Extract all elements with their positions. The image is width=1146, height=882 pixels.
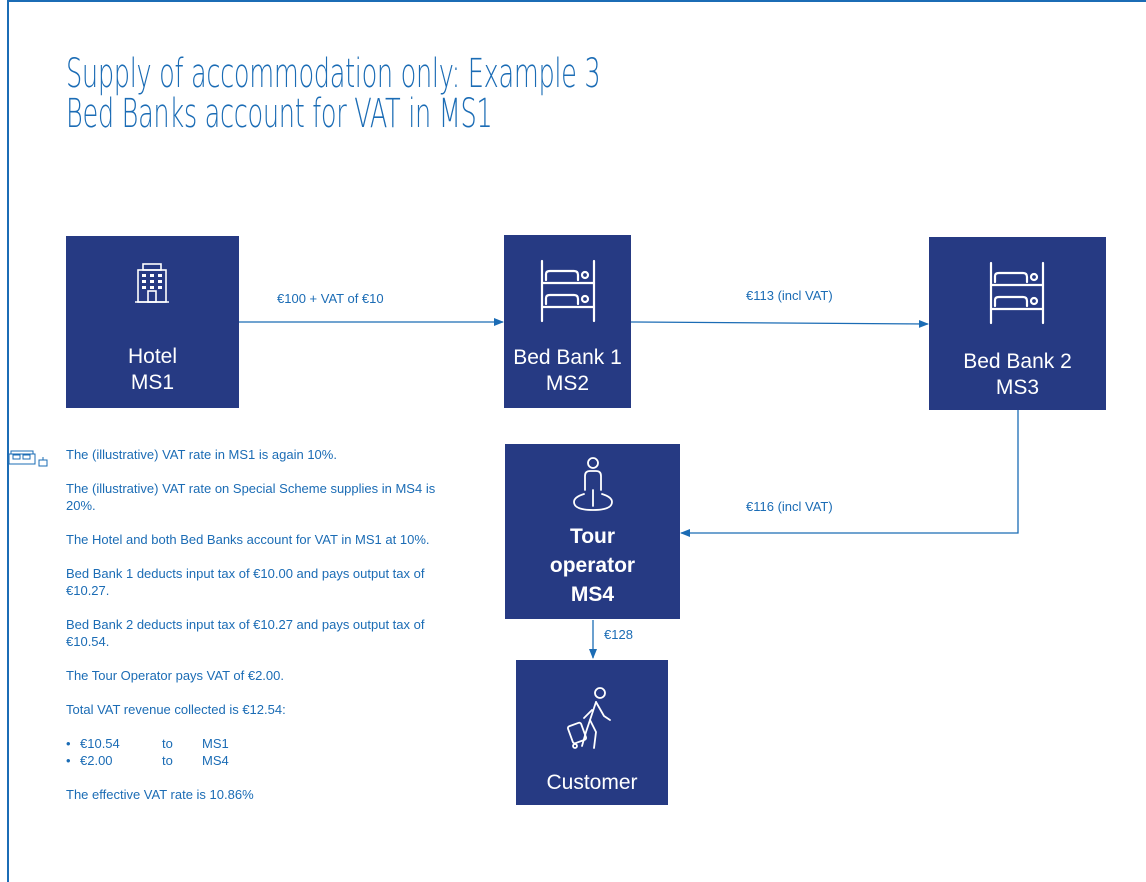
list-item: • €10.54 to MS1 — [66, 736, 229, 751]
hotel-name: Hotel — [127, 345, 178, 368]
customer-name: Customer — [546, 771, 638, 794]
note-tour-vat: The Tour Operator pays VAT of €2.00. — [66, 668, 284, 683]
bedbank1-ms: MS2 — [545, 372, 590, 395]
bullet-to: to — [162, 753, 173, 768]
tour-operator-ms: MS4 — [570, 583, 615, 606]
tour-operator-line2: operator — [549, 554, 636, 577]
note-total-vat: Total VAT revenue collected is €12.54: — [66, 702, 286, 717]
bullet-ms: MS1 — [202, 736, 229, 751]
customer-box: Customer — [516, 660, 668, 805]
slide-title: Supply of accommodation only: Example 3 … — [66, 51, 601, 137]
notes-panel: The (illustrative) VAT rate in MS1 is ag… — [66, 446, 456, 820]
traveler-luggage-icon — [567, 687, 611, 749]
arrow-bedbank2-to-tour — [680, 410, 1019, 537]
tour-operator-line1: Tour — [569, 525, 616, 548]
tour-operator-box: Tour operator MS4 — [505, 444, 680, 619]
bedbank1-name: Bed Bank 1 — [513, 346, 622, 369]
note-account-ms1: The Hotel and both Bed Banks account for… — [66, 532, 430, 547]
bullet-to: to — [162, 736, 173, 751]
title-line-2: Bed Banks account for VAT in MS1 — [66, 91, 493, 137]
note-bedbank2-tax: Bed Bank 2 deducts input tax of €10.27 a… — [66, 617, 425, 649]
bullet-ms: MS4 — [202, 753, 229, 768]
flow-label-tour-customer: €128 — [604, 627, 633, 642]
note-vat-ms1: The (illustrative) VAT rate in MS1 is ag… — [66, 447, 337, 462]
bedbank2-box: Bed Bank 2 MS3 — [929, 237, 1106, 410]
note-bedbank1-tax: Bed Bank 1 deducts input tax of €10.00 a… — [66, 566, 425, 598]
bullet-amount: €10.54 — [80, 736, 120, 751]
hotel-building-icon — [135, 263, 169, 303]
arrow-bedbank1-to-bedbank2 — [630, 319, 929, 328]
bunk-bed-icon — [540, 259, 596, 323]
bedbank1-box: Bed Bank 1 MS2 — [504, 235, 631, 408]
bedbank2-name: Bed Bank 2 — [963, 350, 1072, 373]
bed-icon — [8, 450, 48, 467]
note-vat-ms4: The (illustrative) VAT rate on Special S… — [66, 481, 436, 513]
bedbank2-ms: MS3 — [995, 376, 1040, 399]
bullet-amount: €2.00 — [80, 753, 113, 768]
title-line-1: Supply of accommodation only: Example 3 — [66, 51, 601, 97]
flow-label-bedbank1-bedbank2: €113 (incl VAT) — [746, 288, 833, 303]
slide-frame — [7, 0, 1146, 882]
list-item: • €2.00 to MS4 — [66, 753, 229, 768]
bunk-bed-icon — [989, 261, 1045, 325]
flow-label-hotel-bedbank1: €100 + VAT of €10 — [277, 291, 384, 306]
hotel-box: Hotel MS1 — [66, 236, 239, 408]
hotel-ms: MS1 — [130, 371, 175, 394]
note-effective-rate: The effective VAT rate is 10.86% — [66, 787, 254, 802]
flow-label-bedbank2-tour: €116 (incl VAT) — [746, 499, 833, 514]
location-person-icon — [573, 457, 613, 511]
